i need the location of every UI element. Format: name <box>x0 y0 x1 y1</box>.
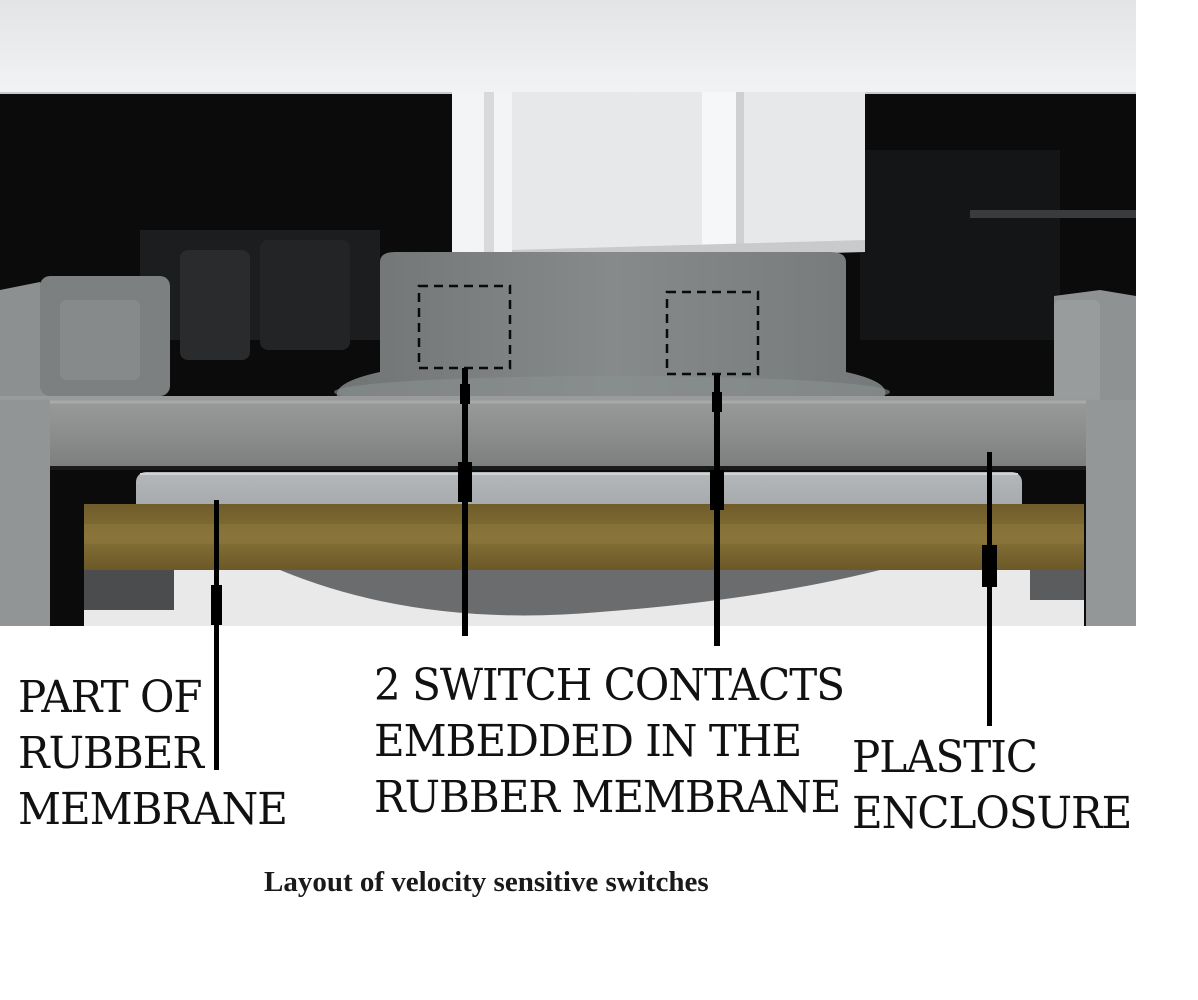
label-rubber-membrane-line1: PART OF <box>18 671 203 723</box>
leader-rubber-membrane <box>211 500 222 770</box>
figure-caption: Layout of velocity sensitive switches <box>264 866 709 898</box>
top-cover <box>0 0 1136 94</box>
leader-switch-right <box>710 374 724 646</box>
switch-contact-box-right <box>665 290 760 376</box>
label-switch-contacts-line1: 2 SWITCH CONTACTS <box>374 659 845 711</box>
label-rubber-membrane-line3: MEMBRANE <box>18 783 288 835</box>
leader-plastic-enclosure <box>982 452 997 726</box>
label-rubber-membrane-line2: RUBBER <box>18 727 204 779</box>
actuator <box>452 92 865 270</box>
label-plastic-enclosure-line1: PLASTIC <box>852 731 1038 783</box>
plastic-enclosure-bar <box>0 396 1136 628</box>
leader-switch-left <box>458 368 472 636</box>
label-switch-contacts-line2: EMBEDDED IN THE <box>374 715 802 767</box>
label-plastic-enclosure-line2: ENCLOSURE <box>852 787 1132 839</box>
label-switch-contacts-line3: RUBBER MEMBRANE <box>374 771 841 823</box>
switch-contact-box-left <box>417 284 512 370</box>
